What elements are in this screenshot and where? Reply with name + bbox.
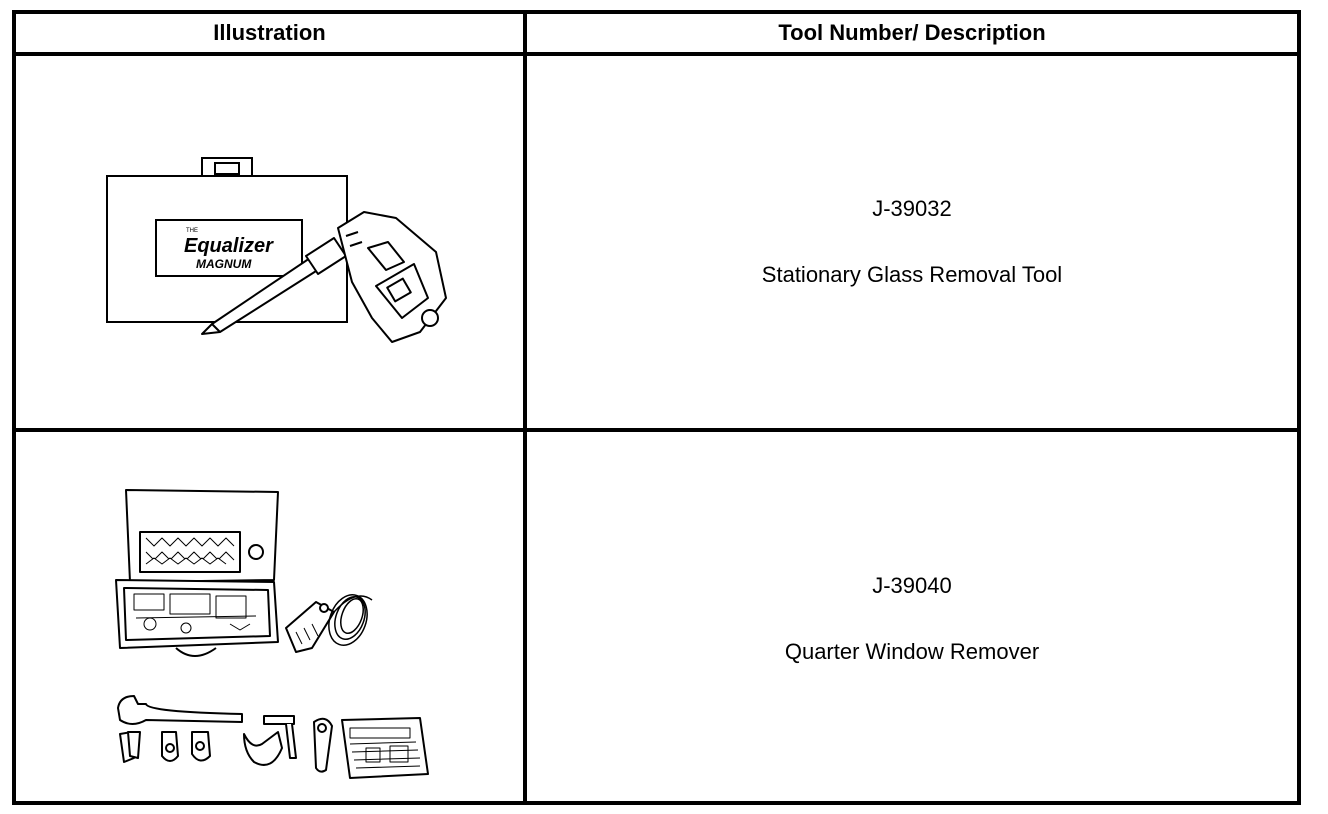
row-divider <box>16 428 1297 432</box>
row-2-illustration <box>16 432 523 805</box>
quarter-window-remover-illustration <box>115 489 429 779</box>
column-divider <box>523 14 527 801</box>
row-2-description: J-39040 Quarter Window Remover <box>527 432 1297 805</box>
header-description: Tool Number/ Description <box>778 20 1046 45</box>
row-1-description: J-39032 Stationary Glass Removal Tool <box>527 56 1297 428</box>
tool-table: Illustration Tool Number/ Description TH… <box>12 10 1301 805</box>
label-model: MAGNUM <box>196 257 252 271</box>
tool-description: Quarter Window Remover <box>784 638 1040 664</box>
label-the: THE <box>186 228 198 234</box>
label-brand: Equalizer <box>184 235 274 257</box>
row-1-illustration: THE Equalizer MAGNUM <box>16 56 523 428</box>
header-divider <box>16 52 1297 56</box>
glass-removal-tool-illustration: THE Equalizer MAGNUM <box>106 157 447 343</box>
header-illustration: Illustration <box>213 20 326 45</box>
tool-number: J-39040 <box>872 572 952 598</box>
tool-number: J-39032 <box>872 196 952 221</box>
tool-description: Stationary Glass Removal Tool <box>761 262 1063 287</box>
